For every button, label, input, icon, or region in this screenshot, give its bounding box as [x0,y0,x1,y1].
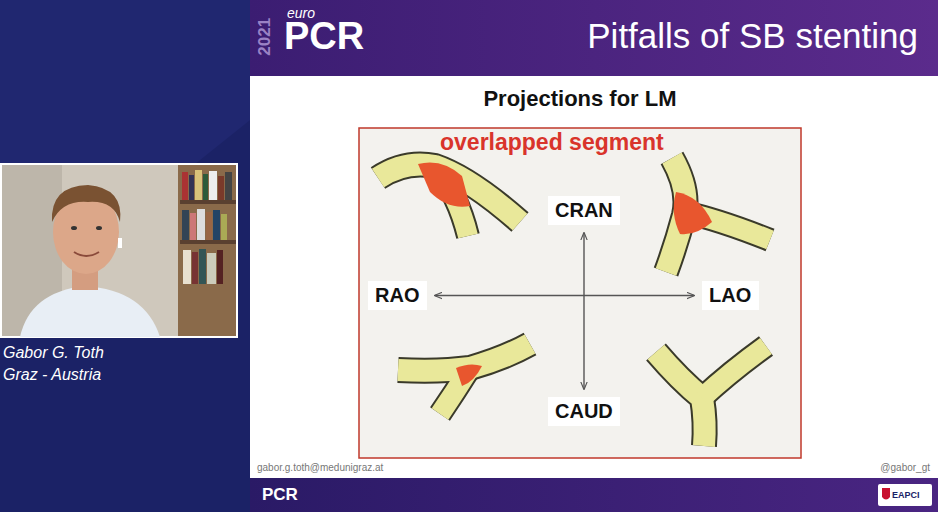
footer-bar [250,478,938,512]
logo-year: 2021 [255,18,275,56]
footer-logo: PCR [262,485,298,505]
illustration-note: overlapped segment [440,129,664,155]
webcam-frame [1,164,237,337]
projection-name: CAUD [555,400,613,423]
projection-name: CRAN [555,199,613,222]
projection-label: RAO [368,281,427,310]
logo-text: PCR [284,15,364,59]
projection-arrow [583,233,584,389]
eapci-shield [882,488,890,500]
vessel-drawing [398,344,530,414]
title-bar [250,0,938,76]
slide-heading: Projections for LM [483,86,676,111]
slide-title: Pitfalls of SB stenting [587,16,918,56]
vessel-drawing [378,163,520,237]
speaker-name: Gabor G. Toth [3,344,104,362]
speaker-city: Graz - Austria [3,366,101,384]
eapci-text: EAPCI [892,490,920,500]
projection-illustration [359,128,801,458]
footer-email: gabor.g.toth@medunigraz.at [257,462,383,474]
projection-label: CRAN [548,196,620,225]
slide-area [250,76,938,478]
projection-label: CAUD [548,397,620,426]
projection-label: LAO [702,281,759,310]
vessel-drawing [656,346,766,446]
projection-name: RAO [375,284,420,307]
projection-arrow [435,295,694,296]
footer-handle: @gabor_gt [880,462,930,474]
vessel-drawing [666,158,770,272]
projection-name: LAO [709,284,752,307]
eapci-logo [878,484,932,506]
